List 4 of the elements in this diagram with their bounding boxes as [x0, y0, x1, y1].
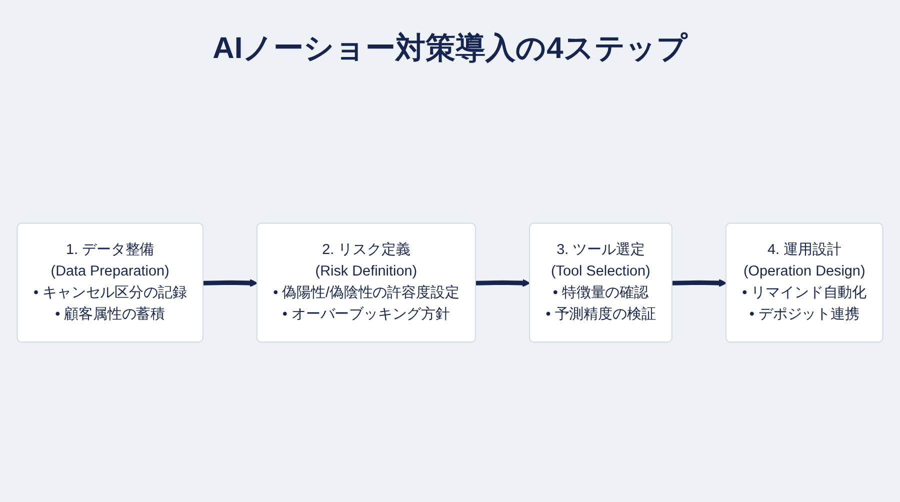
diagram-title: AIノーショー対策導入の4ステップ [212, 30, 689, 67]
arrow [672, 279, 727, 288]
arrow [203, 279, 258, 288]
arrow [476, 279, 530, 288]
